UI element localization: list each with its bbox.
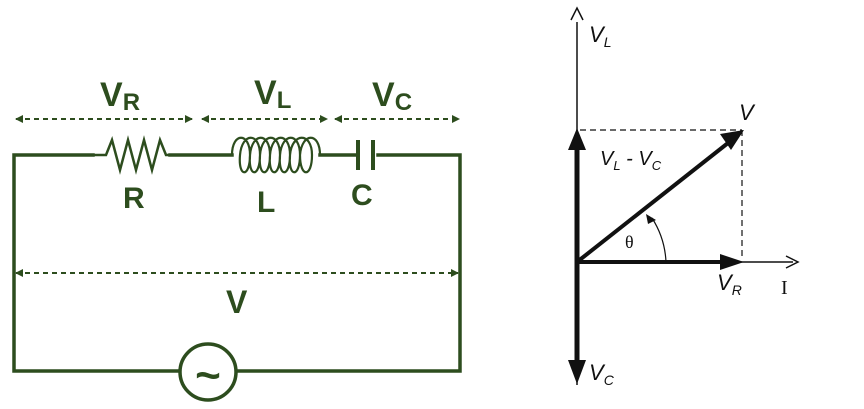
wire-outer-right [234,153,462,373]
vc-axis-label: VC [589,360,615,388]
v-resultant-label: V [739,100,756,125]
wire-outer [12,153,182,373]
vc-label: VC [372,76,412,116]
vertical-axis-arrowhead [570,6,584,21]
circuit-wires [12,153,462,373]
current-axis-label: I [781,277,788,299]
voltage-span-arrows [15,115,460,277]
vc-arrowhead [568,360,586,384]
vl-axis-label: VL [589,22,611,50]
v-resultant-phasor [575,141,730,264]
inductor-symbol [230,136,322,174]
supply-voltage-label: V [226,284,248,320]
theta-arc [651,217,667,263]
ac-source-symbol: ~ [195,351,221,400]
phasor-diagram: VL VC V VL - VC θ VR I [568,6,800,388]
resistor-label: R [123,182,145,215]
vr-label: VR [100,76,140,116]
vl-minus-vc-label: VL - VC [600,148,662,173]
capacitor-label: C [351,179,373,212]
inductor-label: L [257,186,275,219]
ac-source-circle [178,342,238,402]
theta-label: θ [625,232,634,252]
vl-label: VL [254,74,291,114]
vr-arrowhead [720,254,744,270]
resistor-symbol [93,135,170,175]
vl-minus-vc-arrowhead [568,128,586,150]
capacitor-symbol [356,140,375,170]
projection-lines [580,129,743,260]
theta-arc-arrowhead [646,214,656,224]
v-resultant-arrowhead [720,130,744,150]
circuit: VR VL VC R L C V ~ [12,74,462,402]
vr-axis-label: VR [717,270,742,298]
horizontal-axis-arrowhead [785,255,800,269]
